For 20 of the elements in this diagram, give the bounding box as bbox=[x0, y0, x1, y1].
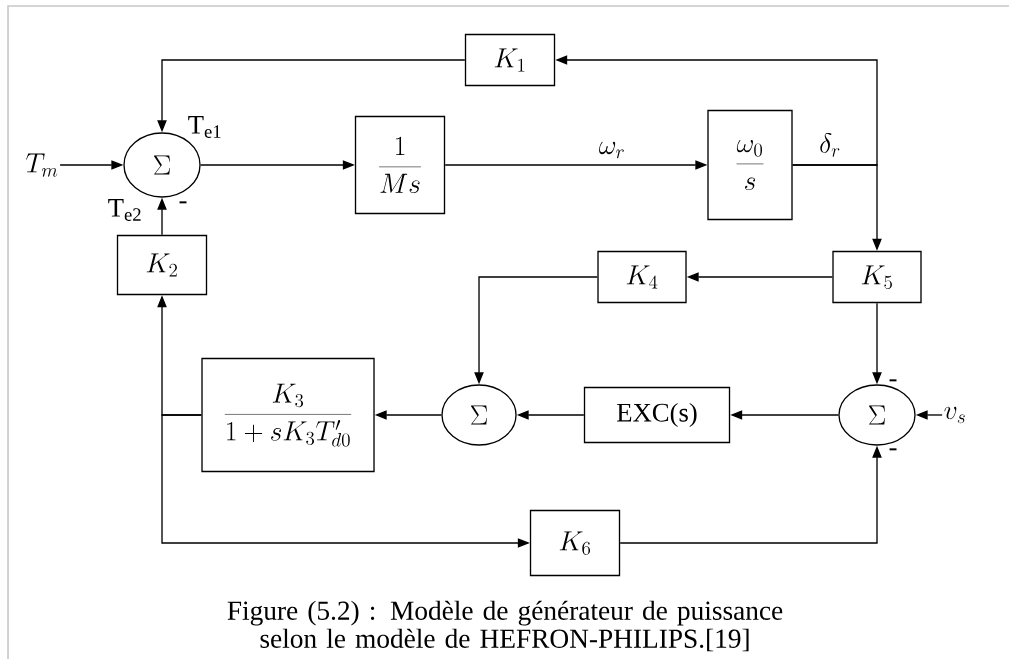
transfer-block: $K_{1}$ bbox=[464, 33, 556, 87]
transfer-block: EXC(s) bbox=[583, 386, 731, 444]
sign-label: - bbox=[179, 201, 187, 204]
signal-label: $T_{m}$ bbox=[26, 153, 58, 177]
transfer-block: $K_{5}$ bbox=[832, 250, 922, 304]
transfer-block: $\frac{1}{Ms}$ bbox=[354, 115, 446, 215]
summing-junction: $\Sigma$ bbox=[838, 384, 916, 446]
summing-junction: $\Sigma$ bbox=[441, 384, 517, 446]
transfer-block: $\frac{\omega_{0}}{s}$ bbox=[707, 109, 793, 221]
signal-label: $v_{s}$ bbox=[944, 406, 965, 424]
transfer-block: $\frac{K_{3}}{1+sK_{3}T'_{d0}}$ bbox=[201, 357, 375, 473]
transfer-block: $K_{2}$ bbox=[116, 234, 208, 296]
edge-label: $\delta_{r}$ bbox=[817, 132, 843, 158]
sign-label: - bbox=[889, 448, 897, 451]
figure-caption: Figure (5.2) : Modèle de générateur de puissance selon le modèle de HEFRON-PHILIPS.[19] bbox=[227, 600, 783, 652]
edge-label: $\omega_{r}$ bbox=[597, 140, 627, 160]
edge-label: $\mathrm{T}_{\mathrm{e2}}$ bbox=[106, 197, 144, 223]
sign-label: - bbox=[889, 379, 897, 382]
transfer-block: $K_{6}$ bbox=[529, 509, 621, 577]
transfer-block: $K_{4}$ bbox=[597, 250, 687, 304]
